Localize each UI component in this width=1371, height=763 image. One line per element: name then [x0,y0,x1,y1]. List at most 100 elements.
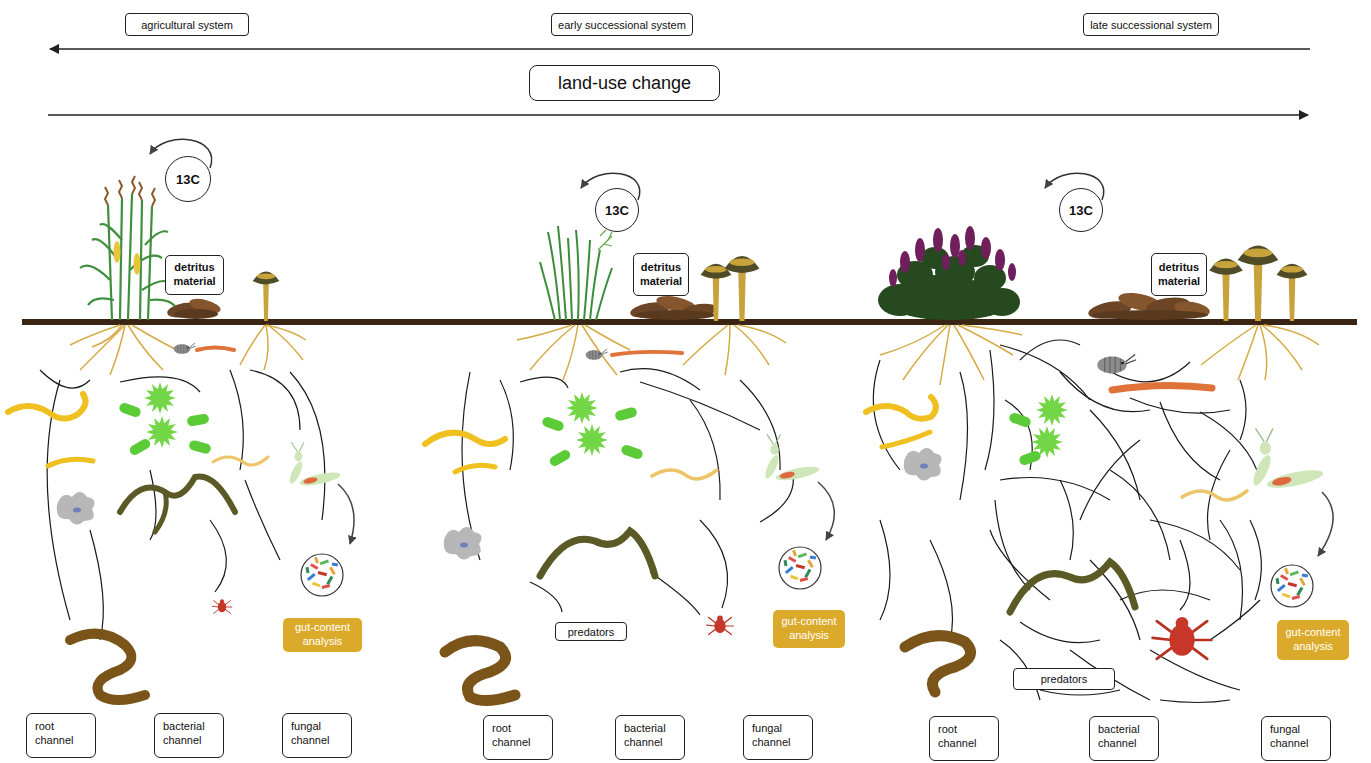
early-successional-panel-part [540,531,655,576]
early-successional-panel-part [576,424,608,456]
agricultural-panel-part [197,348,234,351]
agricultural-panel-part [105,176,155,206]
late-successional-panel-part-part [915,238,925,262]
agricultural-panel-part-part [108,205,112,320]
isotope-circle: 13C [165,156,211,202]
early-successional-panel-part [548,448,572,468]
system-label-box: agricultural system [125,13,249,36]
node-text: bacterial channel [624,721,676,750]
node-text: gut-content analysis [776,615,842,643]
node-text: detritus material [169,261,220,289]
early-successional-panel-part [652,470,717,479]
node-text: root channel [938,722,990,751]
late-successional-panel-part-part [995,500,1030,590]
isotope-circle: 13C [595,188,639,232]
late-successional-panel-part-part [1160,402,1220,480]
agricultural-panel-part [114,241,121,263]
node-text: early successional system [558,19,686,31]
agricultural-panel-part [212,599,232,613]
late-successional-panel-part [1209,259,1243,321]
late-successional-panel-part-part [1040,690,1120,695]
node-text: bacterial channel [1098,722,1150,751]
agricultural-panel-part-part [139,182,142,200]
early-successional-panel-part [701,264,732,321]
early-successional-panel-part [818,482,834,540]
late-successional-panel-part-part [1250,520,1261,600]
node-text: gut-content analysis [286,621,359,649]
late-successional-panel-part [882,432,930,447]
early-successional-panel-part-part [582,325,617,375]
node-text: root channel [35,719,87,748]
agricultural-panel-part-part [132,176,135,194]
late-successional-panel-part [1238,246,1279,321]
channel-box: bacterial channel [1089,716,1159,761]
early-successional-panel-part [779,547,821,589]
late-successional-panel-part-part [981,237,991,259]
early-successional-panel-part-part [576,230,579,320]
early-successional-panel-part-part [558,226,566,320]
late-successional-panel-part-part [900,300,1000,320]
node-text: late successional system [1090,19,1212,31]
late-successional-panel-part-part [873,360,900,470]
late-successional-panel-part [1250,428,1324,491]
late-successional-panel-part-part [1060,372,1150,412]
node-text: detritus material [1155,261,1203,289]
late-successional-panel-part [1008,412,1032,429]
late-successional-panel-part [1112,385,1212,390]
late-successional-panel-part-part [1130,398,1230,413]
early-successional-panel-part-part [640,382,760,430]
late-successional-panel-part-part [985,350,994,470]
early-successional-panel-part-part [585,325,630,350]
early-successional-panel-part-part [650,572,700,615]
agricultural-panel-part-part [290,372,325,520]
early-successional-panel-part [620,444,644,461]
agricultural-panel-part [188,439,212,454]
node-text: predators [1041,673,1087,685]
gut-content-box: gut-content analysis [773,610,845,648]
agricultural-panel-part-part [128,325,163,370]
late-successional-panel-part-part [1262,325,1302,370]
agricultural-panel-part-part [40,370,90,388]
late-successional-panel-part-part [954,325,984,380]
agricultural-panel-part-part [150,300,175,306]
system-label-box: late successional system [1083,13,1219,36]
node-text: fungal channel [1270,722,1322,751]
early-successional-panel-part-part [700,520,728,608]
early-successional-panel-part [540,226,612,320]
early-successional-panel-part-part [690,400,720,500]
node-text: agricultural system [141,19,233,31]
agricultural-panel-part-part [119,180,122,198]
node-text: land-use change [558,73,691,94]
late-successional-panel-part-part [930,540,953,640]
agricultural-panel-part [253,272,280,321]
early-successional-panel-part [586,349,608,360]
agricultural-panel-part-part [90,530,103,640]
agricultural-panel-part-part [152,188,155,206]
early-successional-panel-part-part [563,325,578,380]
detritus-box: detritus material [165,255,224,295]
late-successional-panel-part-part [942,254,950,270]
agricultural-panel-part-part [266,325,306,340]
early-successional-panel-part [462,369,793,615]
agricultural-panel-part-part [230,370,243,470]
predators-box: predators [1013,668,1115,690]
agricultural-panel-part [301,554,343,596]
late-successional-panel-part-part [933,228,943,252]
isotope-circle: 13C [1059,188,1103,232]
early-successional-panel-part-part [725,325,730,375]
late-successional-panel-part-part [1210,600,1260,640]
late-successional-panel-part-part [1160,700,1230,703]
agricultural-panel-part-part [132,325,177,350]
late-successional-panel-part [1318,492,1333,556]
late-successional-panel-part [1036,394,1068,426]
agricultural-panel-part-part [145,231,168,245]
agricultural-panel-part-part [128,194,132,320]
early-successional-panel-part-part [584,240,590,320]
channel-box: bacterial channel [615,715,685,760]
late-successional-panel-part-part [965,226,975,250]
agricultural-panel-part [213,457,268,465]
land-use-change-box: land-use change [529,65,720,101]
agricultural-panel-part [287,442,341,488]
agricultural-panel-part-part [105,187,108,205]
